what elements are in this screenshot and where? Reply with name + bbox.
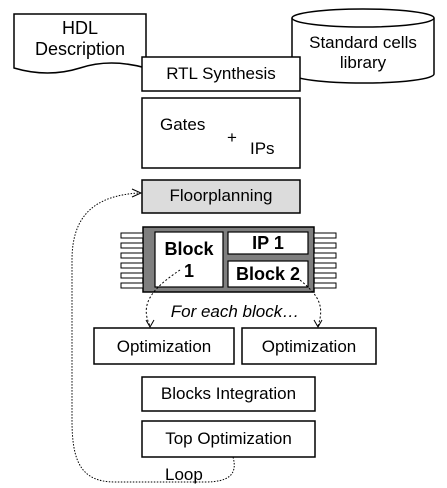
floorplanning-box bbox=[141, 179, 301, 214]
optimization-left-label: Optimization bbox=[116, 337, 212, 356]
hdl-document-shape bbox=[13, 13, 147, 74]
standard-cells-label: Standard cells library bbox=[309, 33, 417, 72]
optimization-right-label: Optimization bbox=[261, 337, 357, 356]
gates-ips-box bbox=[141, 97, 301, 169]
hdl-description-label: HDL Description bbox=[34, 18, 126, 59]
blocks-integration-box bbox=[141, 376, 316, 412]
optimization-left-box bbox=[93, 327, 235, 365]
right-pins bbox=[313, 232, 337, 289]
blocks-integration-label: Blocks Integration bbox=[160, 384, 297, 403]
left-pins bbox=[120, 232, 144, 289]
block-1-label: Block 1 bbox=[164, 239, 214, 281]
top-optimization-label: Top Optimization bbox=[165, 429, 292, 448]
block-2-label: Block 2 bbox=[235, 264, 301, 284]
ips-label: IPs bbox=[250, 139, 275, 158]
optimization-right-box bbox=[241, 327, 377, 365]
gates-label: Gates bbox=[160, 115, 206, 134]
ip-1-label: IP 1 bbox=[252, 233, 284, 253]
rtl-synthesis-label: RTL Synthesis bbox=[166, 64, 276, 83]
loop-label: Loop bbox=[165, 465, 203, 484]
fanout-arrow-right bbox=[299, 279, 322, 327]
chip bbox=[120, 226, 337, 293]
floorplanning-label: Floorplanning bbox=[169, 186, 273, 205]
top-optimization-box bbox=[141, 420, 316, 458]
plus-label: + bbox=[227, 128, 237, 147]
rtl-synthesis-box bbox=[141, 56, 301, 92]
for-each-block-label: For each block… bbox=[170, 302, 300, 321]
fanout-arrow-left bbox=[145, 269, 181, 327]
